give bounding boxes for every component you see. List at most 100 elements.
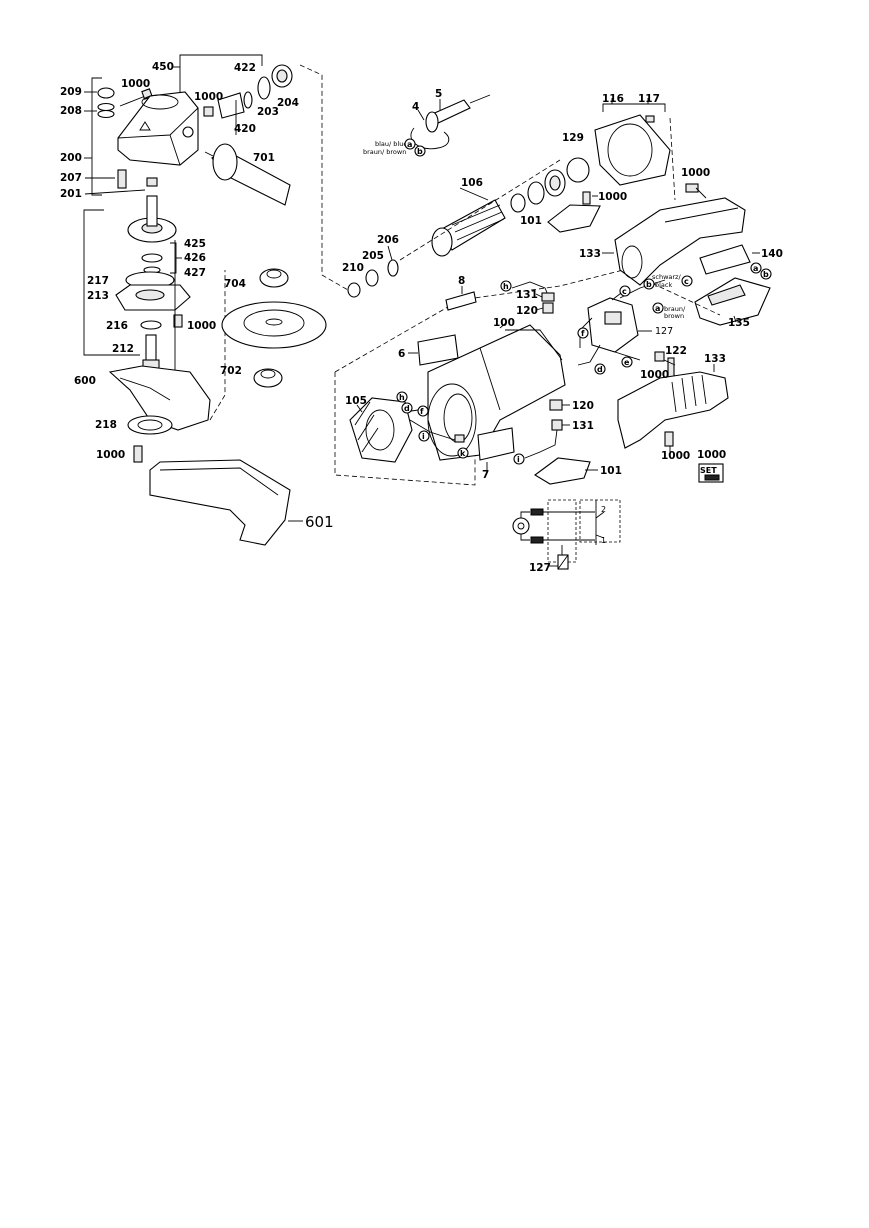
svg-text:h: h: [503, 282, 509, 291]
svg-text:i: i: [517, 455, 520, 464]
label-702: 702: [220, 365, 242, 377]
svg-text:c: c: [684, 277, 689, 286]
wire-note-black-de: schwarz/: [652, 273, 681, 281]
label-1000: 1000: [121, 78, 150, 90]
label-129: 129: [562, 132, 584, 144]
label-1000: 1000: [640, 369, 669, 381]
label-131: 131: [516, 289, 538, 301]
connection-marker: a: [750, 262, 762, 274]
label-600: 600: [74, 375, 96, 387]
label-122: 122: [665, 345, 687, 357]
label-1000: 1000: [96, 449, 125, 461]
label-450: 450: [152, 61, 174, 73]
label-1000: 1000: [187, 320, 216, 332]
connection-marker: c: [619, 285, 631, 297]
label-1000: 1000: [194, 91, 223, 103]
label-701: 701: [253, 152, 275, 164]
label-140: 140: [761, 248, 783, 260]
wire-note-brown: braun/ brown: [363, 148, 406, 156]
schematic-number: 2: [601, 505, 606, 514]
label-133: 133: [704, 353, 726, 365]
connection-marker: i: [418, 430, 430, 442]
svg-text:d: d: [597, 365, 603, 374]
label-8: 8: [458, 275, 465, 287]
svg-text:k: k: [460, 449, 466, 458]
connection-marker: a: [404, 138, 416, 150]
armature-assembly: [347, 94, 676, 298]
label-116: 116: [602, 93, 624, 105]
wire-note-brown-en: brown: [664, 312, 684, 320]
label-216: 216: [106, 320, 128, 332]
label-106: 106: [461, 177, 483, 189]
connection-marker: h: [500, 280, 512, 292]
label-422: 422: [234, 62, 256, 74]
wire-note-black-en: black: [655, 281, 672, 289]
connection-marker: f: [577, 327, 589, 339]
label-101: 101: [520, 215, 542, 227]
label-426: 426: [184, 252, 206, 264]
label-200: 200: [60, 152, 82, 164]
label-101: 101: [600, 465, 622, 477]
label-7: 7: [482, 469, 489, 481]
label-425: 425: [184, 238, 206, 250]
connection-marker: f: [417, 405, 429, 417]
connection-marker: b: [643, 278, 655, 290]
svg-text:a: a: [407, 140, 412, 149]
label-120: 120: [572, 400, 594, 412]
label-212: 212: [112, 343, 134, 355]
svg-text:d: d: [404, 404, 410, 413]
connection-marker: d: [594, 363, 606, 375]
svg-text:a: a: [655, 304, 660, 313]
label-218: 218: [95, 419, 117, 431]
connection-marker: a: [652, 302, 664, 314]
label-120: 120: [516, 305, 538, 317]
svg-text:f: f: [420, 407, 424, 416]
svg-text:h: h: [399, 393, 405, 402]
label-100: 100: [493, 317, 515, 329]
label-201: 201: [60, 188, 82, 200]
connection-letters: a b a b h d f h i k i c b c a f e d: [396, 138, 772, 465]
label-133: 133: [579, 248, 601, 260]
connection-marker: b: [414, 145, 426, 157]
label-209: 209: [60, 86, 82, 98]
label-127: 127: [529, 562, 551, 574]
label-4: 4: [412, 101, 419, 113]
connection-marker: k: [457, 447, 469, 459]
connection-marker: h: [396, 391, 408, 403]
svg-text:i: i: [422, 432, 425, 441]
label-205: 205: [362, 250, 384, 262]
label-105: 105: [345, 395, 367, 407]
part-labels: 450 422 209 1000 208 1000 203 204 420 20…: [60, 61, 783, 574]
label-1000: 1000: [661, 450, 690, 462]
label-117: 117: [638, 93, 660, 105]
label-1000: 1000: [681, 167, 710, 179]
wire-note-blue: blau/ blue: [375, 140, 407, 148]
handle-assembly: [511, 183, 771, 570]
connection-marker: e: [621, 356, 633, 368]
label-1000: 1000: [697, 449, 726, 461]
wire-note-brown-de: braun/: [664, 305, 686, 313]
label-204: 204: [277, 97, 299, 109]
svg-text:f: f: [581, 329, 585, 338]
label-420: 420: [234, 123, 256, 135]
label-1000: 1000: [598, 191, 627, 203]
gear-head-assembly: [83, 54, 349, 546]
label-704: 704: [224, 278, 246, 290]
svg-text:b: b: [646, 280, 652, 289]
label-5: 5: [435, 88, 442, 100]
svg-text:b: b: [763, 270, 769, 279]
label-206: 206: [377, 234, 399, 246]
connection-marker: d: [401, 402, 413, 414]
label-207: 207: [60, 172, 82, 184]
connection-marker: c: [681, 275, 693, 287]
connection-marker: b: [760, 268, 772, 280]
label-213: 213: [87, 290, 109, 302]
schematic-number: 1: [601, 536, 606, 545]
svg-text:a: a: [753, 264, 758, 273]
label-127: 127: [655, 326, 673, 337]
label-427: 427: [184, 267, 206, 279]
label-208: 208: [60, 105, 82, 117]
label-210: 210: [342, 262, 364, 274]
motor-housing: [334, 261, 656, 486]
